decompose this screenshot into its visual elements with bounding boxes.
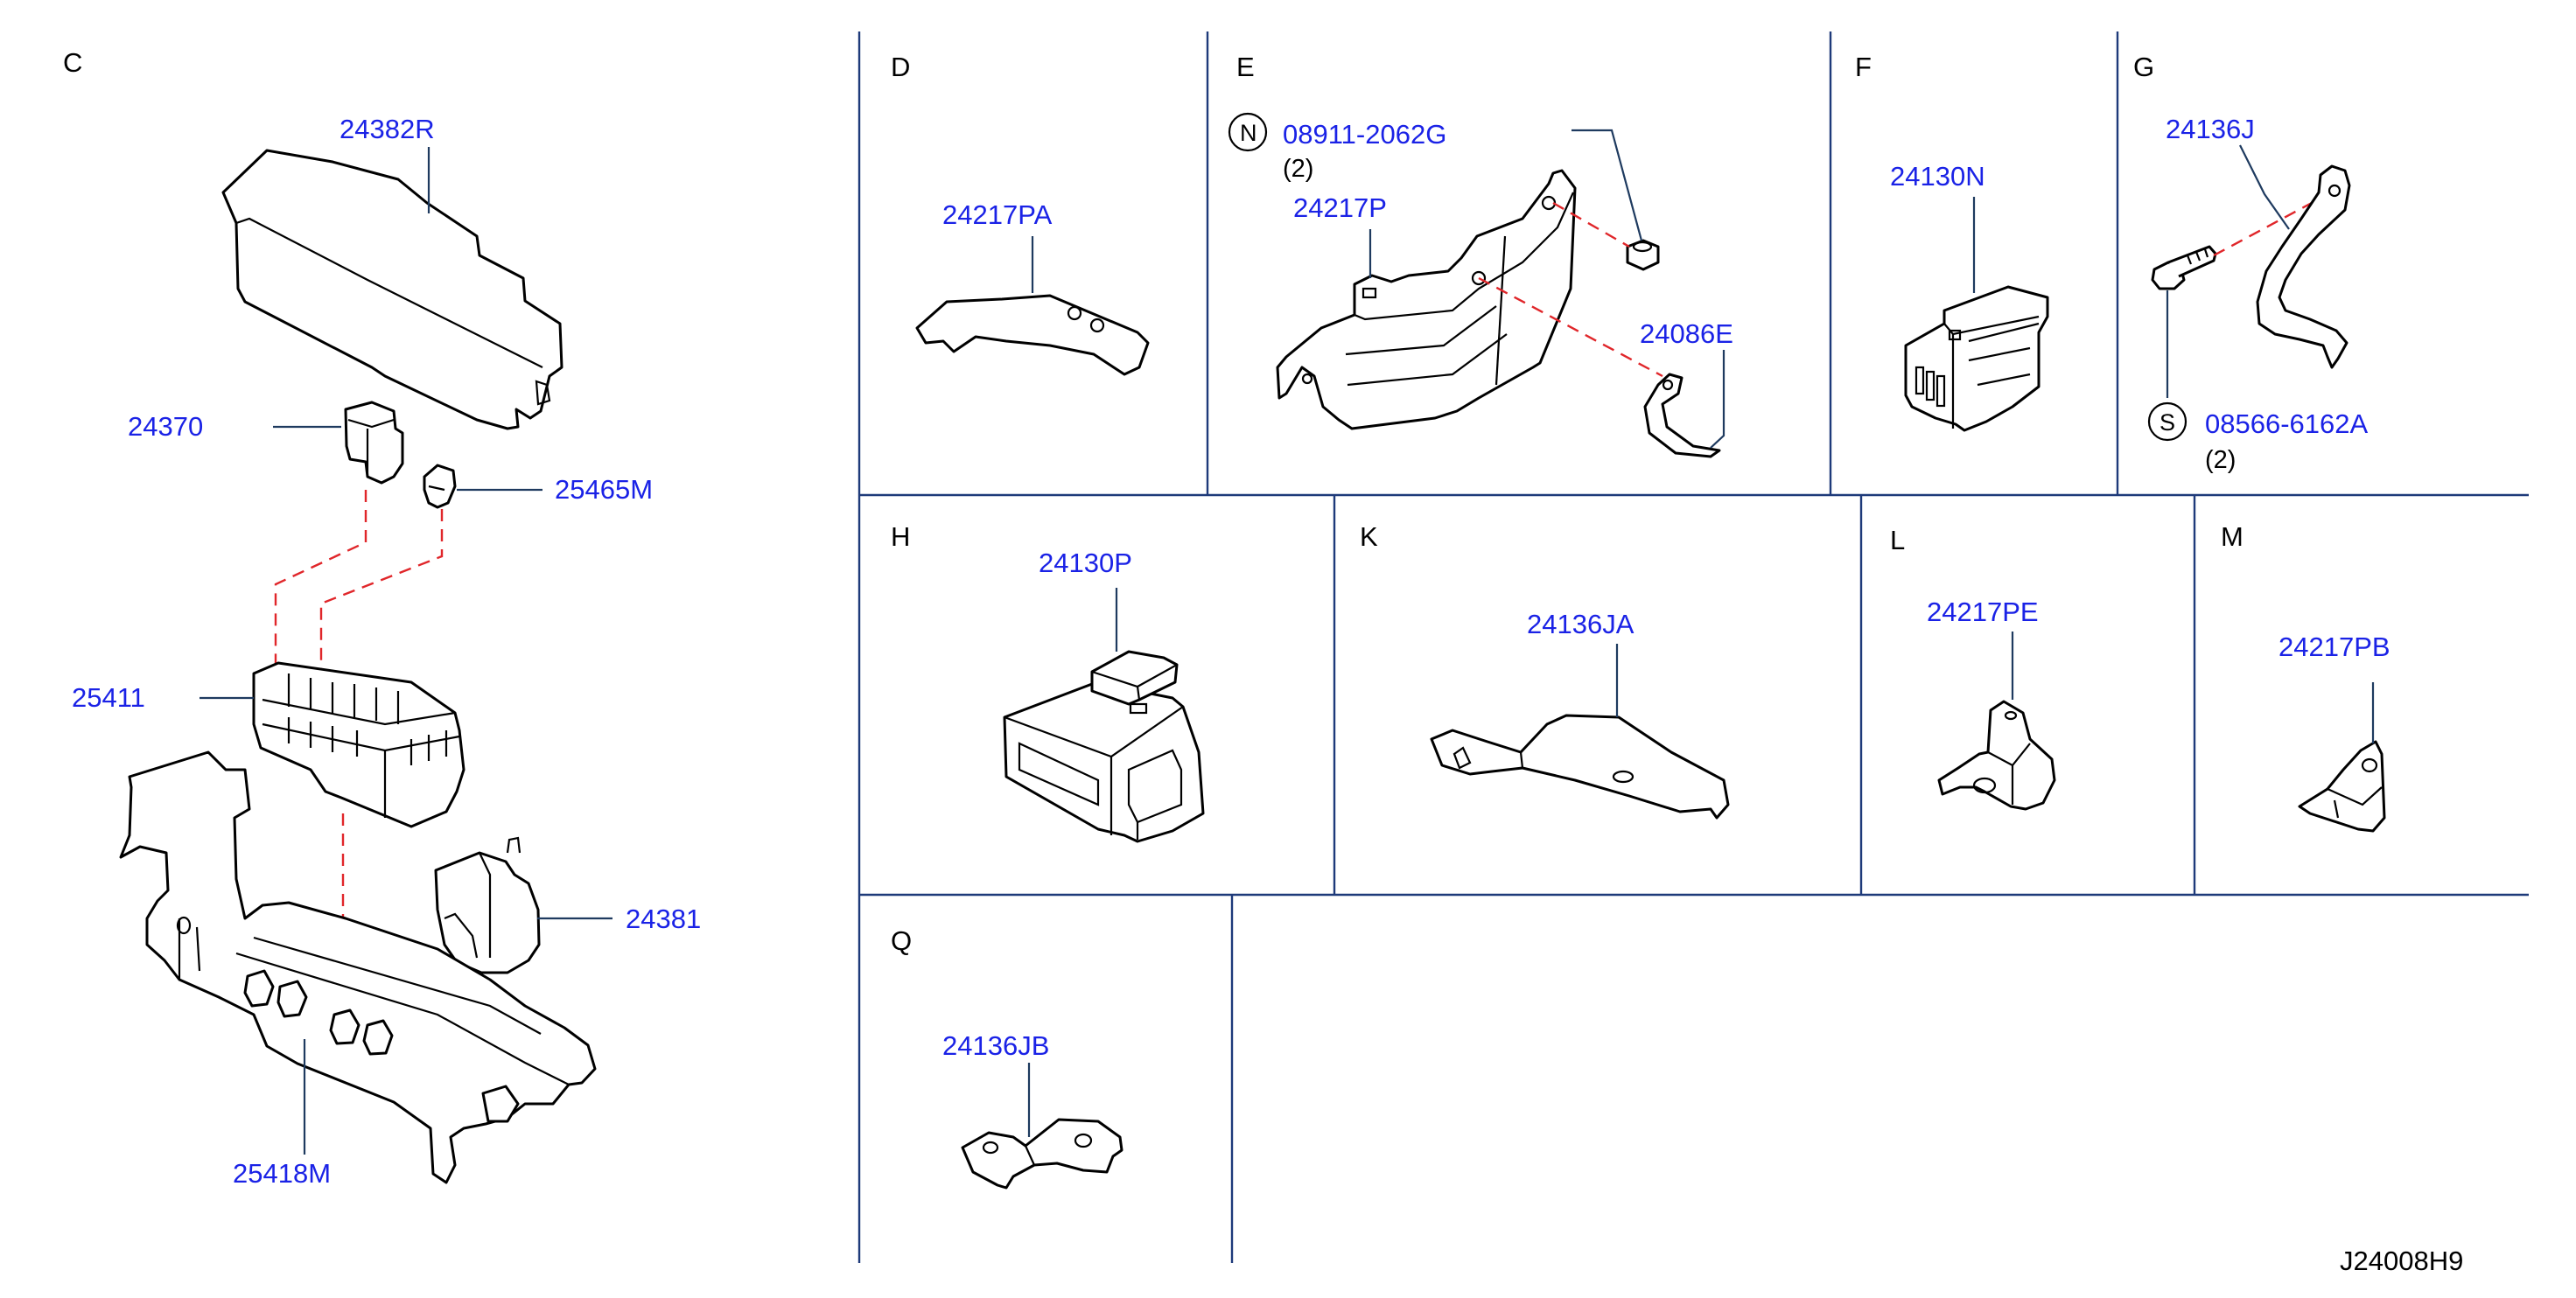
label-24370: 24370: [128, 411, 203, 442]
section-letter-k: K: [1360, 521, 1378, 552]
relay-24370[interactable]: [344, 401, 404, 485]
label-24086e: 24086E: [1640, 318, 1733, 349]
fuse-25465m[interactable]: [423, 464, 457, 509]
section-e: E N 08911-2062G (2) 24217P: [1228, 52, 1733, 458]
label-24382r: 24382R: [340, 114, 435, 144]
section-q: Q 24136JB: [891, 925, 1124, 1190]
bracket-24136jb[interactable]: [961, 1118, 1124, 1190]
section-c: C 24382R 24370 25465M: [63, 47, 701, 1189]
symbol-n-letter: N: [1240, 120, 1257, 146]
section-letter-h: H: [891, 521, 910, 552]
section-letter-d: D: [891, 52, 910, 82]
section-letter-l: L: [1890, 525, 1905, 555]
dashed-line-fuse: [319, 509, 444, 673]
label-24381: 24381: [626, 904, 701, 934]
qty-08911-2062g: (2): [1283, 155, 1313, 183]
bracket-25418m[interactable]: [119, 750, 597, 1184]
section-letter-m: M: [2221, 521, 2244, 552]
bracket-24136ja[interactable]: [1430, 714, 1730, 820]
section-f: F 24130N: [1855, 52, 2049, 432]
symbol-s-icon: [2147, 401, 2188, 442]
section-letter-c: C: [63, 47, 82, 78]
dashed-line-relay: [274, 490, 368, 666]
leader-08911-2062g: [1572, 129, 1643, 241]
label-24130p: 24130P: [1039, 548, 1132, 578]
dashed-line-clip: [1478, 276, 1663, 378]
clip-24086e[interactable]: [1643, 373, 1721, 458]
bracket-24217p[interactable]: [1276, 169, 1577, 430]
section-h: H 24130P: [891, 521, 1205, 843]
bracket-24217pe[interactable]: [1937, 700, 2056, 811]
section-g: G 24136J S 08566-6162A (2): [2133, 52, 2368, 474]
label-25411: 25411: [72, 682, 145, 713]
section-k: K 24136JA: [1360, 521, 1730, 820]
qty-08566-6162a: (2): [2205, 446, 2236, 474]
bracket-24136j[interactable]: [2256, 164, 2351, 369]
label-08911-2062g: 08911-2062G: [1283, 119, 1446, 150]
symbol-s-letter: S: [2160, 409, 2175, 436]
fastener-s-08566-6162a[interactable]: S 08566-6162A (2): [2147, 401, 2368, 474]
label-24217pe: 24217PE: [1927, 597, 2039, 627]
section-d: D 24217PA: [891, 52, 1150, 376]
section-letter-q: Q: [891, 925, 912, 956]
label-24217pa: 24217PA: [942, 199, 1053, 230]
fuse-block-25411[interactable]: [252, 661, 466, 828]
section-grid: [858, 31, 2529, 1263]
section-m: M 24217PB: [2221, 521, 2390, 833]
section-letter-g: G: [2133, 52, 2154, 82]
relay-24130n[interactable]: [1904, 285, 2049, 432]
bracket-24217pb[interactable]: [2298, 740, 2386, 833]
section-letter-e: E: [1236, 52, 1255, 82]
nut-08911-2062g[interactable]: [1626, 239, 1660, 271]
bracket-24217pa[interactable]: [915, 294, 1150, 376]
label-25418m: 25418M: [233, 1158, 331, 1189]
dashed-line-nut: [1552, 201, 1630, 248]
leader-24136j: [2239, 144, 2290, 230]
fuse-box-cover-24382r[interactable]: [221, 149, 564, 430]
label-24136j: 24136J: [2166, 114, 2255, 144]
diagram-reference: J24008H9: [2340, 1246, 2463, 1276]
label-24136ja: 24136JA: [1527, 609, 1634, 639]
label-24130n: 24130N: [1890, 161, 1985, 192]
section-l: L 24217PE: [1890, 525, 2056, 811]
label-25465m: 25465M: [555, 474, 653, 505]
relay-holder-24381[interactable]: [434, 836, 541, 974]
section-letter-f: F: [1855, 52, 1872, 82]
module-24130p[interactable]: [1003, 650, 1205, 843]
dashed-line-bolt: [2213, 189, 2335, 257]
label-24217p: 24217P: [1293, 192, 1387, 223]
label-24217pb: 24217PB: [2278, 632, 2390, 662]
bolt-08566-6162a[interactable]: [2151, 245, 2217, 290]
leader-24086e: [1710, 350, 1726, 449]
label-08566-6162a: 08566-6162A: [2205, 408, 2368, 439]
fastener-n-08911-2062g[interactable]: N 08911-2062G (2): [1228, 112, 1446, 183]
label-24136jb: 24136JB: [942, 1030, 1049, 1061]
symbol-n-icon: [1228, 112, 1268, 152]
